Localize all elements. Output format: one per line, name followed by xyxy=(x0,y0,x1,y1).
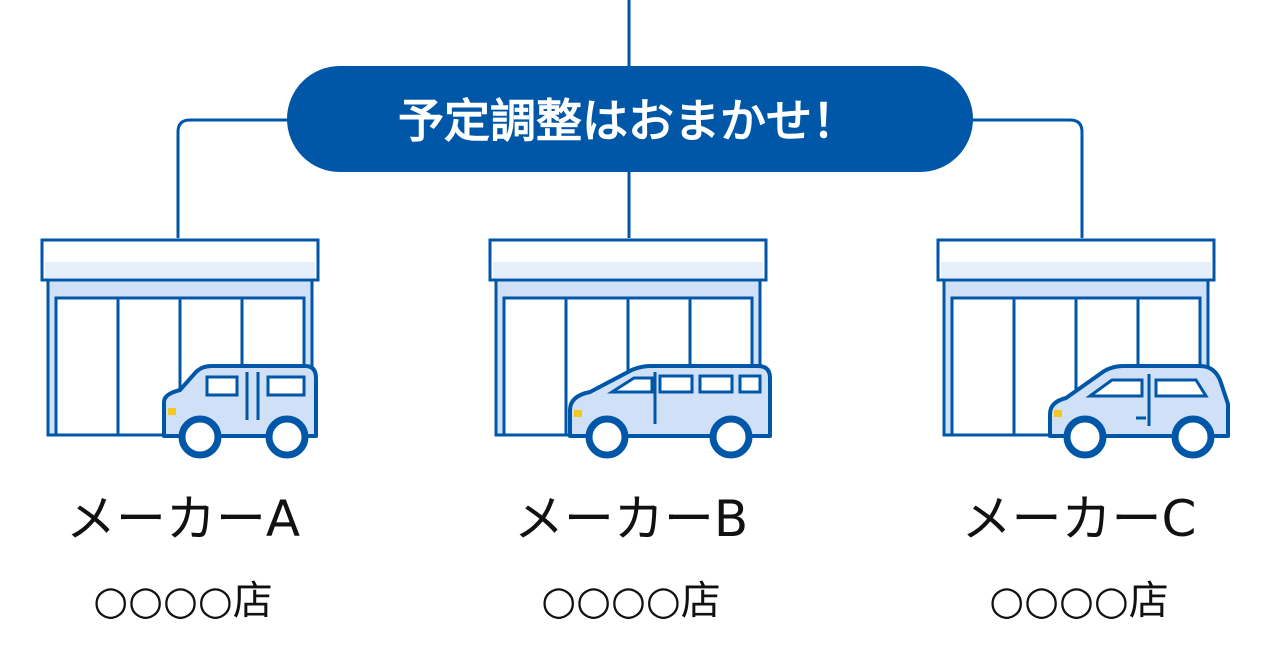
dealer-a: メーカーA ○○○○店 xyxy=(40,238,320,624)
dealer-b: メーカーB ○○○○店 xyxy=(488,238,772,624)
store-name: ○○○○店 xyxy=(93,578,273,624)
minivan-icon xyxy=(568,364,772,459)
connector-lines xyxy=(176,0,1084,238)
store-name: ○○○○店 xyxy=(989,578,1169,624)
dealer-c: メーカーC ○○○○店 xyxy=(936,238,1230,624)
store-name: ○○○○店 xyxy=(541,578,721,624)
maker-name: メーカーC xyxy=(962,490,1197,548)
hatchback-icon xyxy=(1048,364,1230,459)
connector-right xyxy=(970,118,1084,238)
maker-name: メーカーA xyxy=(66,490,300,548)
van-icon xyxy=(162,364,318,459)
connector-left xyxy=(176,118,290,238)
maker-name: メーカーB xyxy=(514,490,748,548)
hub-pill: 予定調整はおまかせ！ xyxy=(287,66,973,172)
hub-label: 予定調整はおまかせ！ xyxy=(398,94,858,148)
hub-pill-background xyxy=(287,66,973,172)
